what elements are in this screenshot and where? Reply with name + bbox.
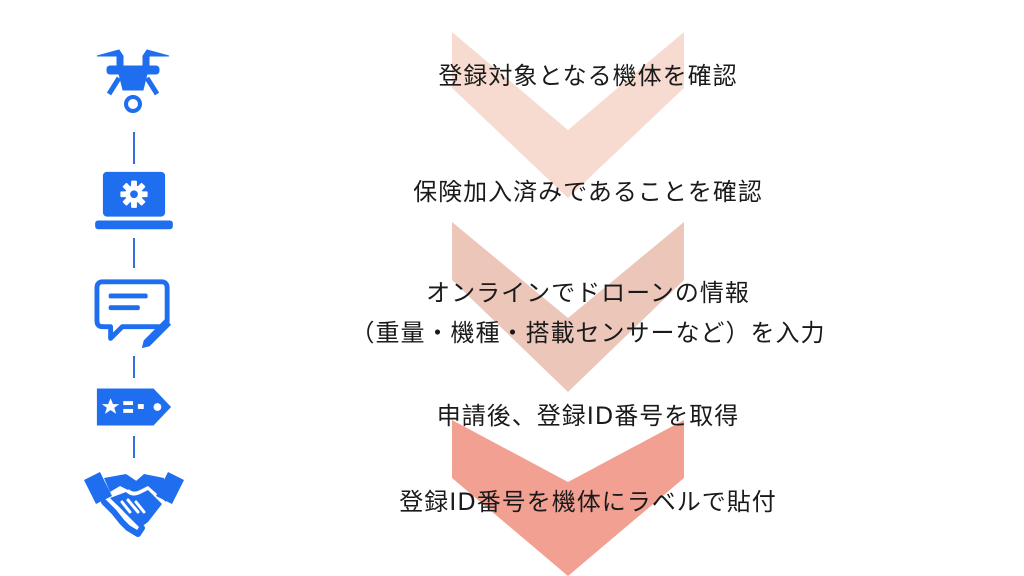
- step-5-text: 登録ID番号を機体にラベルで貼付: [399, 488, 777, 516]
- form-pen-icon: [94, 279, 172, 349]
- connector-line-1: [133, 132, 135, 164]
- connector-line-2: [133, 238, 135, 268]
- connector-line-4: [133, 436, 135, 458]
- step-2-text: 保険加入済みであることを確認: [413, 178, 763, 206]
- step-3-text-line-1: オンラインでドローンの情報: [426, 279, 750, 307]
- chevron-step-2: [452, 222, 684, 392]
- drone-icon: [96, 49, 170, 113]
- step-3-text-line-2: （重量・機種・搭載センサーなど）を入力: [350, 319, 826, 347]
- handshake-icon: [84, 472, 184, 537]
- laptop-gear-icon: [95, 171, 173, 230]
- chevron-step-3: [452, 420, 684, 576]
- step-4-text: 申請後、登録ID番号を取得: [436, 402, 740, 430]
- chevron-step-1: [452, 32, 684, 198]
- id-tag-icon: [96, 388, 172, 426]
- step-1-text: 登録対象となる機体を確認: [438, 62, 738, 90]
- connector-line-3: [133, 356, 135, 378]
